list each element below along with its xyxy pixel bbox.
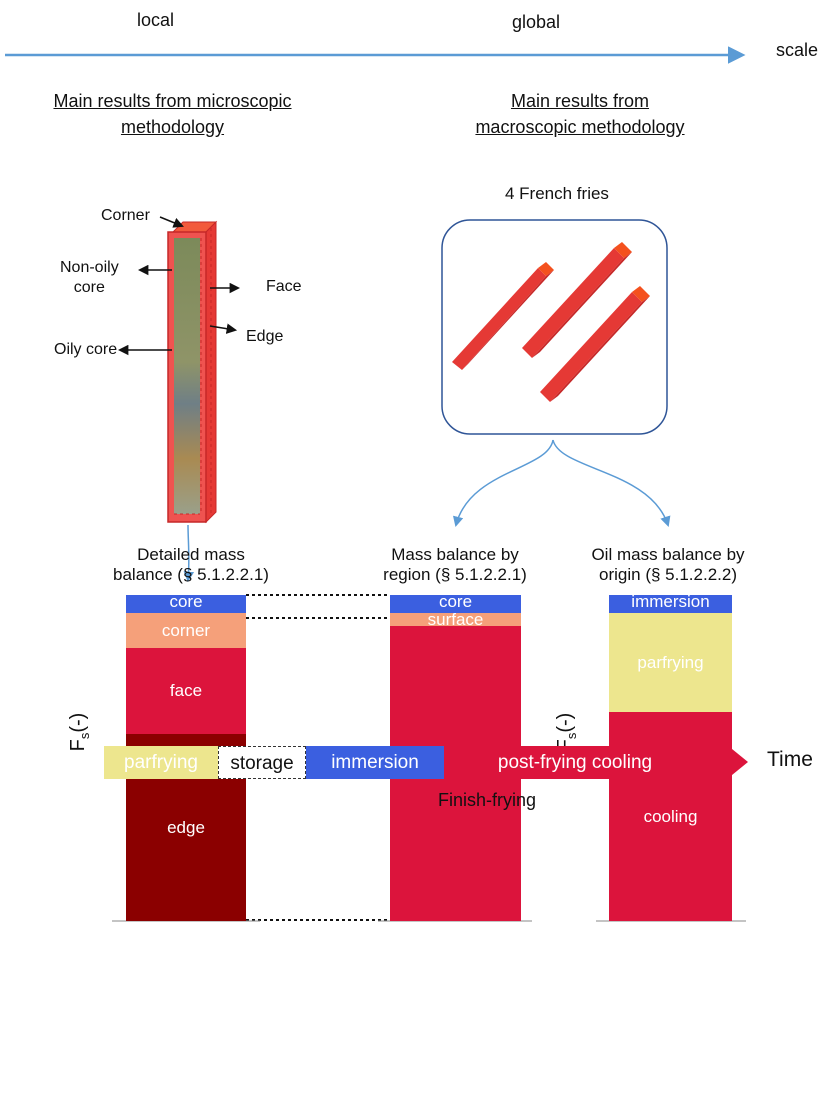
bar1-title: Detailed mass balance (§ 5.1.2.2.1) (106, 545, 276, 585)
bar1-title-line2: balance (§ 5.1.2.2.1) (113, 565, 269, 584)
scale-local-label: local (137, 10, 175, 30)
macro-heading: Main results from macroscopic methodolog… (450, 88, 710, 140)
micro-heading-line2: methodology (120, 117, 225, 137)
macro-heading-line2: macroscopic methodology (475, 117, 685, 137)
bar2-title-line2: region (§ 5.1.2.2.1) (383, 565, 527, 584)
french-fries-group (452, 242, 650, 402)
bar-segment-surface: surface (390, 610, 521, 629)
bar-segment-label: surface (427, 610, 484, 629)
timeline-time-label: Time (767, 748, 813, 771)
bar3-title: Oil mass balance by origin (§ 5.1.2.2.2) (578, 545, 758, 585)
macro-heading-line1: Main results from (510, 91, 650, 111)
timeline-immersion: immersion (306, 746, 444, 779)
oily-core-label: Oily core (54, 341, 118, 358)
bar-segment-label: edge (167, 817, 205, 837)
branch-arrow-left (452, 439, 554, 528)
noncore-label-line1: Non-oily (60, 259, 119, 276)
y-axis-label-sub: s (564, 732, 579, 740)
bar-segment-core: core (126, 592, 246, 613)
bar-segment-parfrying: parfrying (609, 613, 732, 712)
micro-heading-line1: Main results from microscopic (53, 91, 292, 111)
micro-heading: Main results from microscopic methodolog… (20, 88, 325, 140)
y-axis-label-suffix: (-) (67, 712, 89, 733)
bar2-title: Mass balance by region (§ 5.1.2.2.1) (370, 545, 540, 585)
noncore-label: Non-oily core (60, 258, 119, 298)
bar-segment-core: core (390, 592, 521, 613)
scale-end-label: scale (776, 40, 819, 60)
stacked-bar-origin: immersion parfrying cooling (609, 592, 732, 921)
bar-segment-label: corner (161, 620, 211, 640)
bar-segment-label: immersion (631, 592, 710, 611)
bar-segment-label: core (438, 592, 473, 611)
timeline-post-frying-cooling: post-frying cooling (444, 746, 706, 779)
french-fry-illustration (167, 220, 218, 524)
timeline-storage: storage (218, 746, 306, 779)
bar-segment-label: face (169, 681, 203, 700)
bar-segment-face: face (126, 648, 246, 734)
bar-segment-label: core (169, 592, 203, 611)
y-axis-label-left: Fs(-) (58, 702, 98, 762)
bar-segment-immersion: immersion (609, 592, 732, 613)
y-axis-label-sub: s (77, 732, 92, 740)
bar-segment-label: cooling (643, 806, 698, 826)
bar-segment-label: parfrying (637, 652, 704, 672)
bar2-title-line1: Mass balance by (391, 545, 519, 564)
y-axis-label-main: F (67, 739, 89, 752)
branch-arrow-right (552, 439, 671, 527)
scale-global-label: global (512, 12, 561, 32)
edge-label: Edge (246, 328, 284, 345)
noncore-label-line2: core (73, 279, 105, 296)
timeline-finish-frying-label: Finish-frying (438, 790, 537, 810)
bar-segment-corner: corner (126, 613, 246, 648)
edge-pointer (209, 323, 238, 334)
bar3-title-line2: origin (§ 5.1.2.2.2) (599, 565, 737, 584)
timeline-parfrying: parfrying (104, 746, 218, 779)
corner-label: Corner (101, 207, 150, 224)
y-axis-label-suffix: (-) (554, 712, 576, 733)
bar3-title-line1: Oil mass balance by (591, 545, 745, 564)
face-label: Face (266, 278, 302, 295)
bar1-title-line1: Detailed mass (137, 545, 245, 564)
bar-segment-cooling: cooling (609, 712, 732, 921)
corner-pointer (159, 216, 184, 228)
french-fries-caption: 4 French fries (505, 184, 609, 203)
fry-to-bar-arrow (183, 524, 195, 583)
